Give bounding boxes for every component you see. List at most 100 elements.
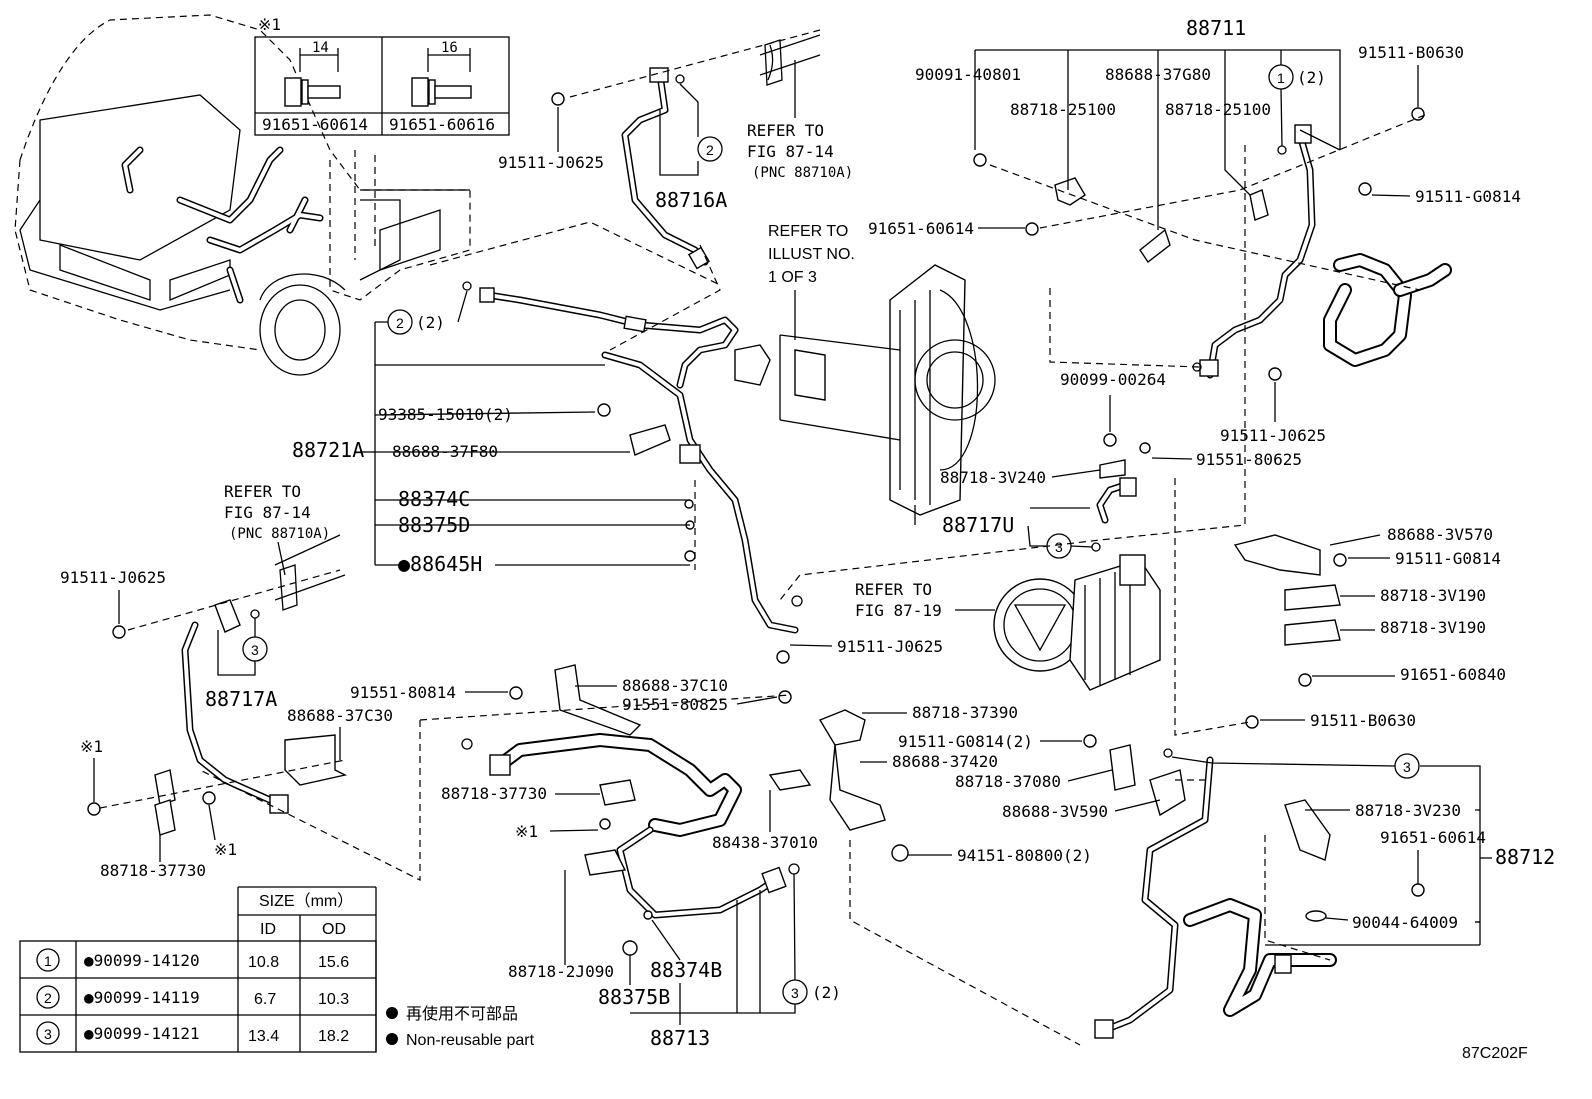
label-90091-40801: 90091-40801 <box>915 65 1021 84</box>
figure-code: 87C202F <box>1462 1045 1528 1062</box>
size-table-header: SIZE（mm） <box>259 892 353 910</box>
size-table-row-1: 1 ●90099-14120 10.8 15.6 <box>36 948 349 972</box>
label-88718-3V190-b: 88718-3V190 <box>1380 618 1486 637</box>
size-table-row-1-id: 10.8 <box>248 954 279 971</box>
label-91651-60840: 91651-60840 <box>1400 665 1506 684</box>
size-table-col-id: ID <box>260 921 276 938</box>
callouts: 1 (2) 2 2 (2) 3 3 3 3 (2) <box>217 64 1420 1005</box>
label-91551-80625: 91551-80625 <box>1196 450 1302 469</box>
label-88711: 88711 <box>1186 16 1246 40</box>
legend-dot-en <box>386 1033 398 1045</box>
refer2-line2: FIG 87-14 <box>224 503 311 522</box>
svg-text:3: 3 <box>791 985 799 1001</box>
label-88718-37080: 88718-37080 <box>955 772 1061 791</box>
label-88374C: 88374C <box>398 487 470 511</box>
label-91511-J0625-left: 91511-J0625 <box>60 568 166 587</box>
bolt-part-91651-60616: 91651-60616 <box>389 115 495 134</box>
size-table-row-2-part: ●90099-14119 <box>84 988 200 1007</box>
mark-1-left: ※1 <box>80 737 103 756</box>
label-88718-37390: 88718-37390 <box>912 703 1018 722</box>
label-88717U: 88717U <box>942 513 1014 537</box>
label-90099-00264: 90099-00264 <box>1060 370 1166 389</box>
bolt-part-91651-60614: 91651-60614 <box>262 115 368 134</box>
label-88718-37730-mid: 88718-37730 <box>441 784 547 803</box>
label-88721A: 88721A <box>292 438 364 462</box>
size-table-row-3-id: 13.4 <box>248 1028 279 1045</box>
label-88688-37420: 88688-37420 <box>892 752 998 771</box>
svg-text:3: 3 <box>251 642 259 658</box>
label-88718-3V240: 88718-3V240 <box>940 468 1046 487</box>
label-90044-64009: 90044-64009 <box>1352 913 1458 932</box>
callout-3-bottom-qty: (2) <box>812 983 841 1002</box>
pipe-88717A <box>181 534 346 814</box>
label-91551-80825: 91551-80825 <box>622 695 728 714</box>
label-88688-3V570: 88688-3V570 <box>1387 525 1493 544</box>
callout-2-top <box>697 136 723 162</box>
svg-text:1: 1 <box>44 953 52 969</box>
part-labels: 88711 90091-40801 88688-37G80 88718-2510… <box>60 16 1555 1050</box>
label-91651-60614-mid: 91651-60614 <box>868 219 974 238</box>
label-88718-2J090: 88718-2J090 <box>508 962 614 981</box>
legend-dot-jp <box>386 1007 398 1019</box>
size-table: SIZE（mm） ID OD 1 ●90099-14120 10.8 15.6 … <box>19 886 377 1053</box>
refer1-line3: (PNC 88710A) <box>752 165 853 181</box>
pipe-88713 <box>489 733 787 919</box>
size-table-row-2: 2 ●90099-14119 6.7 10.3 <box>36 985 349 1009</box>
mark-1-b: ※1 <box>214 840 237 859</box>
pipe-88717U <box>1096 477 1137 524</box>
refer2-line1: REFER TO <box>224 482 301 501</box>
label-88645H: ●88645H <box>398 552 482 576</box>
label-88688-3V590: 88688-3V590 <box>1002 802 1108 821</box>
label-88688-37G80: 88688-37G80 <box>1105 65 1211 84</box>
callout-2-left-qty: (2) <box>416 313 445 332</box>
label-91511-G0814-2: 91511-G0814(2) <box>898 732 1033 751</box>
bolt-size-16: 16 <box>441 40 458 56</box>
refer-illust-line2: ILLUST NO. <box>768 246 855 263</box>
legend: 再使用不可部品 Non-reusable part <box>386 1005 535 1049</box>
size-table-row-2-id: 6.7 <box>254 991 276 1008</box>
callout-1-top-qty: (2) <box>1297 68 1326 87</box>
refer2-line3: (PNC 88710A) <box>229 526 330 542</box>
label-88688-37C30: 88688-37C30 <box>287 706 393 725</box>
label-91551-80814: 91551-80814 <box>350 683 456 702</box>
label-91511-B0630-right: 91511-B0630 <box>1310 711 1416 730</box>
pipe-88716A <box>621 67 711 270</box>
pipe-88721A <box>479 287 799 634</box>
label-93385-15010: 93385-15010(2) <box>378 405 513 424</box>
size-table-row-1-part: ●90099-14120 <box>84 951 200 970</box>
svg-text:2: 2 <box>44 990 52 1006</box>
svg-text:3: 3 <box>1055 539 1063 555</box>
label-88375D: 88375D <box>398 513 470 537</box>
vehicle-outline <box>14 14 471 376</box>
refer3-line1: REFER TO <box>855 580 932 599</box>
size-table-col-od: OD <box>322 921 346 938</box>
label-88438-37010: 88438-37010 <box>712 833 818 852</box>
legend-en: Non-reusable part <box>406 1032 535 1049</box>
label-88375B: 88375B <box>598 985 670 1009</box>
label-88374B: 88374B <box>650 958 722 982</box>
size-table-row-2-od: 10.3 <box>318 991 349 1008</box>
label-88718-3V230: 88718-3V230 <box>1355 801 1461 820</box>
label-91511-J0625-top: 91511-J0625 <box>498 153 604 172</box>
label-88718-37730-left: 88718-37730 <box>100 861 206 880</box>
label-88688-37F80: 88688-37F80 <box>392 442 498 461</box>
svg-text:1: 1 <box>1277 70 1285 86</box>
label-88688-37C10: 88688-37C10 <box>622 676 728 695</box>
label-88713: 88713 <box>650 1026 710 1050</box>
size-table-row-1-od: 15.6 <box>318 954 349 971</box>
refer1-line2: FIG 87-14 <box>747 142 834 161</box>
bolt-note-mark: ※1 <box>258 15 281 34</box>
label-88716A: 88716A <box>655 188 727 212</box>
pipe-88712 <box>1094 756 1337 1039</box>
svg-text:3: 3 <box>44 1026 52 1042</box>
label-91651-60614-right: 91651-60614 <box>1380 828 1486 847</box>
refer1-line1: REFER TO <box>747 121 824 140</box>
refer-illust-line3: 1 OF 3 <box>768 269 817 286</box>
label-88718-3V190-a: 88718-3V190 <box>1380 586 1486 605</box>
refer-pipe-top <box>759 34 821 86</box>
condenser <box>734 264 996 525</box>
label-88717A: 88717A <box>205 687 277 711</box>
refer3-line2: FIG 87-19 <box>855 601 942 620</box>
bolt-size-14: 14 <box>312 40 329 56</box>
